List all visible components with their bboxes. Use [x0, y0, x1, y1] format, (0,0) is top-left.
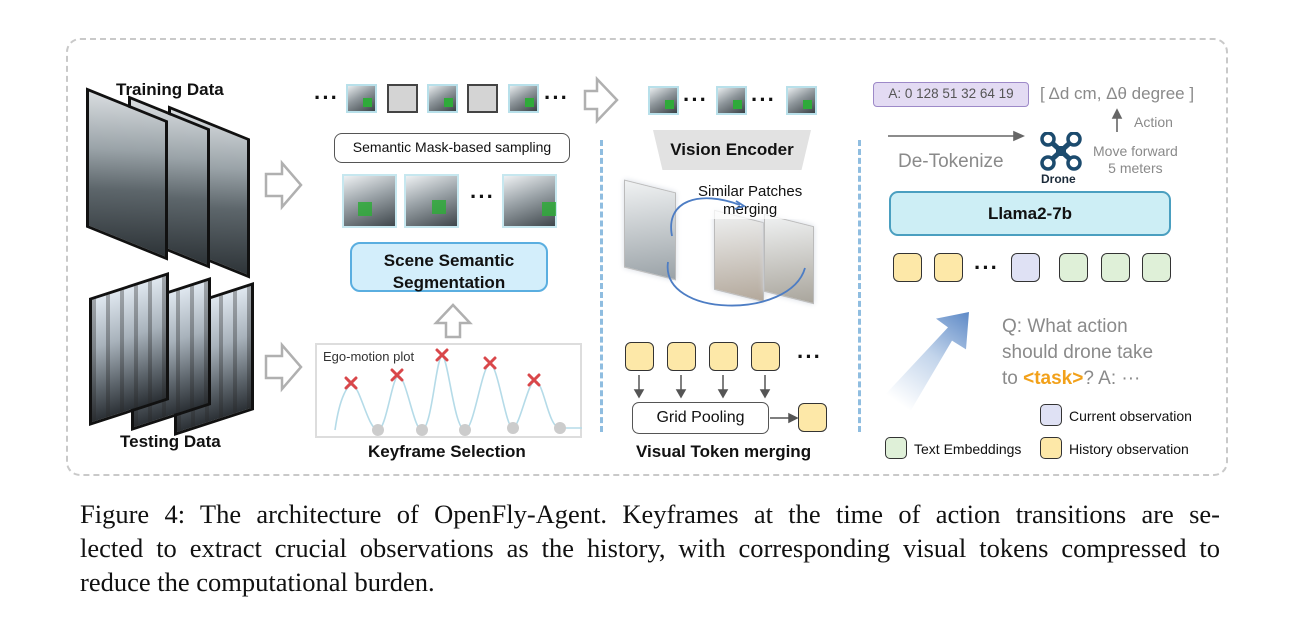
caption-line-3: reduce the computational burden.: [80, 567, 435, 597]
ego-motion-plot: Ego-motion plot: [315, 343, 582, 438]
caption-line-2: lected to extract crucial observations a…: [80, 533, 1220, 563]
visual-token-merging-label: Visual Token merging: [636, 442, 812, 461]
testing-data-label: Testing Data: [120, 432, 221, 451]
llm-current-token: [1011, 253, 1040, 282]
vision-encoder-label: Vision Encoder: [670, 140, 794, 159]
hollow-arrow-up: [433, 303, 473, 339]
visual-token-1: [625, 342, 654, 371]
segmentation-line-1: Scene Semantic: [383, 251, 515, 270]
action-token-box: A: 0 128 51 32 64 19: [873, 82, 1029, 107]
llm-text-token-1: [1059, 253, 1088, 282]
sampled-thumb-3: [508, 84, 539, 113]
action-units-label: [ Δd cm, Δθ degree ]: [1040, 84, 1195, 103]
drone-icon: [1040, 132, 1082, 171]
visual-token-3: [709, 342, 738, 371]
action-token-text: A: 0 128 51 32 64 19: [888, 86, 1014, 101]
llm-history-token-2: [934, 253, 963, 282]
sampled-thumb-2: [427, 84, 458, 113]
hollow-arrow-testing: [264, 341, 303, 393]
grid-pooling-box: Grid Pooling: [632, 402, 769, 434]
legend-current-label: Current observation: [1069, 408, 1192, 424]
task-placeholder: <task>: [1023, 368, 1084, 389]
dropped-frame-2: [467, 84, 498, 113]
legend-history-label: History observation: [1069, 441, 1189, 457]
drone-label: Drone: [1041, 172, 1076, 186]
divider-left: [600, 140, 603, 432]
segmentation-line-2: Segmentation: [392, 273, 506, 292]
question-tail: ? A: ···: [1083, 368, 1141, 389]
grid-pooling-label: Grid Pooling: [656, 409, 745, 426]
keyframe-thumb-1: [648, 86, 679, 115]
llama-model-label: Llama2-7b: [987, 204, 1073, 223]
ellipsis-top-left: ···: [314, 85, 339, 110]
similar-patches-line-2: merging: [723, 201, 778, 218]
move-forward-label: Move forward 5 meters: [1093, 143, 1178, 177]
ellipsis-keyframes-2: ···: [751, 87, 776, 112]
hollow-arrow-training: [264, 159, 303, 211]
legend-history-swatch: [1040, 437, 1062, 459]
keyframe-thumb-3: [786, 86, 817, 115]
divider-right: [858, 140, 861, 432]
figure-frame: [66, 38, 1228, 476]
pooled-token: [798, 403, 827, 432]
training-data-label: Training Data: [116, 80, 224, 99]
legend-text-label: Text Embeddings: [914, 441, 1022, 457]
mask-sampling-box: Semantic Mask-based sampling: [334, 133, 570, 163]
question-text: Q: What action should drone take to <tas…: [1002, 314, 1153, 392]
ellipsis-visual-tokens: ···: [797, 344, 822, 369]
question-line-3: to <task>? A: ···: [1002, 366, 1153, 392]
similar-patches-label: Similar Patches merging: [698, 183, 803, 219]
ego-motion-plot-label: Ego-motion plot: [323, 349, 415, 364]
ellipsis-segmented: ···: [470, 184, 495, 209]
ellipsis-keyframes-1: ···: [683, 87, 708, 112]
hollow-arrow-encoder: [583, 75, 619, 125]
segmentation-box: Scene Semantic Segmentation: [350, 242, 548, 292]
legend-current-swatch: [1040, 404, 1062, 426]
sampled-thumb-1: [346, 84, 377, 113]
ellipsis-llm-tokens: ···: [974, 255, 999, 280]
segmented-frame-2: [404, 174, 459, 228]
question-line-1: Q: What action: [1002, 316, 1128, 337]
move-forward-line-2: 5 meters: [1108, 160, 1163, 176]
llama-model-block: Llama2-7b: [889, 191, 1171, 236]
dropped-frame-1: [387, 84, 418, 113]
ego-motion-curve: [334, 355, 582, 431]
detokenize-label: De-Tokenize: [898, 151, 1004, 172]
segmented-frame-3: [502, 174, 557, 228]
question-line-2: should drone take: [1002, 342, 1154, 363]
visual-token-2: [667, 342, 696, 371]
merge-loop-upper: [670, 197, 741, 237]
keyframe-selection-label: Keyframe Selection: [368, 442, 526, 461]
llm-history-token-1: [893, 253, 922, 282]
segmented-frame-1: [342, 174, 397, 228]
llm-text-token-3: [1142, 253, 1171, 282]
figure-caption: Figure 4: The architecture of OpenFly-Ag…: [80, 497, 1220, 599]
ellipsis-top-right: ···: [544, 85, 569, 110]
legend-text-swatch: [885, 437, 907, 459]
similar-patches-line-1: Similar Patches: [698, 183, 803, 200]
merge-loop-lower: [667, 261, 806, 307]
mask-sampling-label: Semantic Mask-based sampling: [352, 139, 552, 155]
caption-line-1: Figure 4: The architecture of OpenFly-Ag…: [80, 499, 1220, 529]
move-forward-line-1: Move forward: [1093, 143, 1178, 159]
vision-encoder-block: Vision Encoder: [653, 130, 811, 170]
question-to: to: [1002, 368, 1024, 389]
llm-text-token-2: [1101, 253, 1130, 282]
action-label: Action: [1134, 114, 1173, 130]
visual-token-4: [751, 342, 780, 371]
keyframe-thumb-2: [716, 86, 747, 115]
